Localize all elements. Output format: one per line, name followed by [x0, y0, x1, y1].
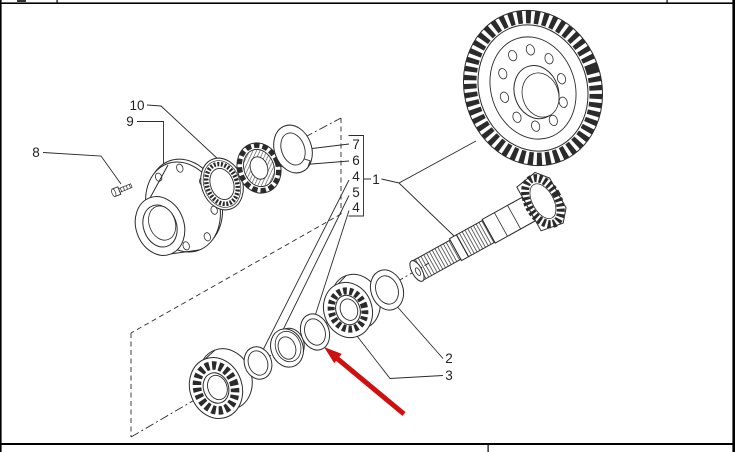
- leader-lines: [42, 104, 477, 379]
- taper-roller-bearing: [188, 348, 253, 419]
- seal-bore: [209, 168, 235, 200]
- leader-3: [356, 335, 444, 379]
- bearing3-bore: [339, 298, 359, 321]
- hub-barrel-bottom-edge: [169, 249, 200, 255]
- ring-gear-bore-inner: [521, 72, 560, 118]
- tab-washer: [273, 124, 313, 174]
- shim-a-bore: [247, 350, 269, 376]
- bottom-cell-divider: [487, 445, 489, 452]
- lock-nut-castellation: [236, 142, 282, 194]
- leader-10: [146, 104, 220, 161]
- seal-rim: [202, 160, 242, 208]
- callout-5: 5: [352, 185, 360, 200]
- pinion-shoulder-2: [507, 205, 521, 230]
- tab-washer-notch: [303, 158, 311, 168]
- bearing3-rollers: [327, 287, 369, 333]
- table-rule-bottom: [0, 443, 735, 445]
- leader-1: [381, 140, 477, 237]
- callout-2: 2: [445, 351, 453, 366]
- ring-gear: [462, 9, 604, 167]
- pinion-center-hole: [414, 267, 422, 276]
- shim-washer-a: [243, 346, 273, 380]
- wheel-hub: [134, 158, 223, 256]
- pinion-gear-face: [529, 183, 557, 219]
- cropped-text-remnant: [17, 0, 26, 2]
- seal-ring: [200, 157, 244, 211]
- spacer-ring: [270, 327, 305, 368]
- arrow-head: [324, 347, 342, 364]
- callout-7: 7: [352, 137, 360, 152]
- hub-barrel-top-edge: [149, 164, 169, 199]
- lock-nut-bore: [249, 156, 269, 180]
- arrow-shaft: [334, 355, 406, 416]
- callout-10: 10: [129, 98, 144, 113]
- leader-5: [280, 195, 350, 335]
- callout-8: 8: [32, 145, 40, 160]
- bearing-rollers: [192, 361, 240, 415]
- leader-4a: [262, 179, 350, 351]
- pinion-gear-teeth: [521, 174, 565, 229]
- washer2-bore: [375, 275, 399, 305]
- hub-bolt: [111, 183, 133, 198]
- callout-4b: 4: [352, 200, 360, 215]
- leader-2: [393, 302, 444, 359]
- bolt-head-face: [111, 188, 117, 197]
- callout-4a: 4: [352, 169, 360, 184]
- red-pointer-arrow: [324, 347, 406, 416]
- callout-9: 9: [126, 114, 134, 129]
- frame-left-border: [0, 0, 2, 452]
- callout-bracket: [348, 135, 371, 217]
- callout-labels: 8 9 10 7 6 4 5 4 1 2 3: [32, 98, 453, 383]
- bearing-bore: [207, 374, 228, 401]
- spacer-bore: [277, 336, 297, 360]
- top-cell-divider: [56, 0, 58, 4]
- leader-9: [137, 121, 164, 168]
- shim-b-bore: [304, 318, 326, 346]
- bearing3-top-edge: [338, 275, 347, 285]
- pinion-shaft: [409, 171, 567, 282]
- frame-right-border: [732, 0, 735, 452]
- top-cell-divider-right: [666, 0, 668, 4]
- bearing-top-edge: [205, 349, 216, 360]
- ring-gear-tooth-tips: [462, 9, 604, 167]
- leader-8: [42, 152, 122, 185]
- table-rule-top: [0, 2, 735, 4]
- lock-nut: [236, 142, 282, 194]
- bolt-threads: [118, 183, 133, 193]
- thrust-washer: [369, 269, 405, 311]
- seal-texture: [204, 161, 240, 207]
- pinion-shoulder-1: [494, 212, 508, 237]
- tab-washer-bore: [280, 132, 306, 166]
- dashed-plane-diagonal: [130, 213, 342, 334]
- callout-1: 1: [372, 172, 380, 187]
- ring-gear-bolt-holes: [498, 44, 568, 132]
- shim-washer-b: [299, 313, 331, 351]
- callout-3: 3: [445, 368, 453, 383]
- leader-4b: [314, 210, 350, 317]
- ring-gear-flange: [489, 36, 577, 140]
- callout-6: 6: [352, 153, 360, 168]
- ring-gear-teeth: [463, 10, 603, 166]
- hub-bore-inner: [148, 205, 177, 241]
